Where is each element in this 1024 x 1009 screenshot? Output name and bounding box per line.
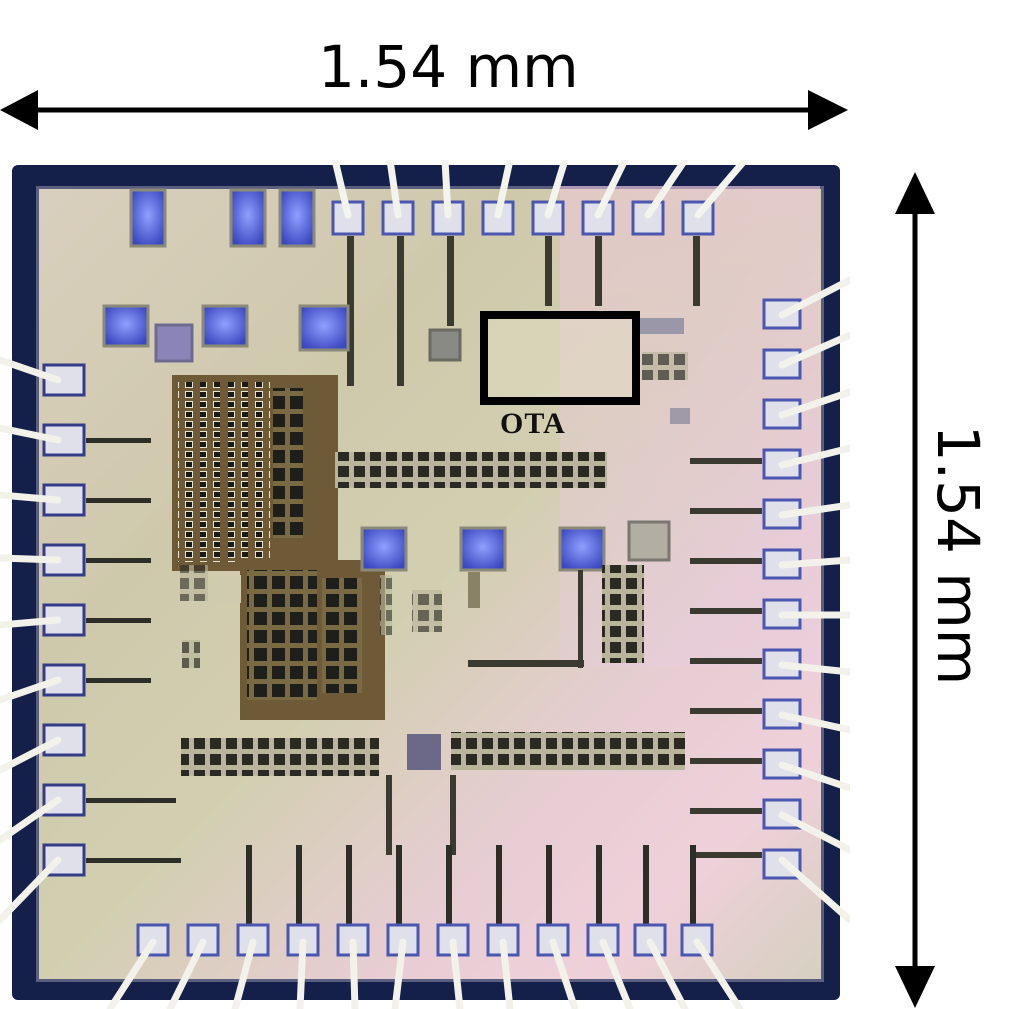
ota-highlight-box [480, 311, 640, 405]
top-probe-pads [129, 188, 316, 248]
top-bond-wires [331, 160, 749, 219]
height-dimension-arrow [895, 172, 935, 1008]
top-traces [347, 236, 700, 386]
left-bond-wires [0, 356, 62, 924]
left-bond-pads [42, 363, 86, 877]
bottom-bond-pads [136, 923, 714, 957]
left-traces [86, 438, 181, 863]
right-traces [690, 458, 762, 858]
analog-io-pads [102, 304, 690, 424]
via-array-top [335, 452, 607, 488]
small-logo-block [407, 734, 441, 770]
via-array-bottom-left [181, 738, 379, 776]
chip-layout [0, 160, 850, 1009]
bottom-bond-wires [106, 938, 744, 1009]
right-bond-pads [762, 298, 802, 880]
right-bond-wires [778, 276, 850, 924]
via-array-bottom-right [451, 732, 685, 770]
width-dimension-label: 1.54 mm [318, 33, 579, 101]
center-pads [360, 520, 671, 668]
bottom-traces [246, 845, 696, 925]
left-analog-block [172, 375, 392, 720]
ota-label: OTA [500, 407, 566, 440]
width-dimension-arrow [0, 90, 848, 130]
height-dimension-label: 1.54 mm [924, 424, 992, 686]
